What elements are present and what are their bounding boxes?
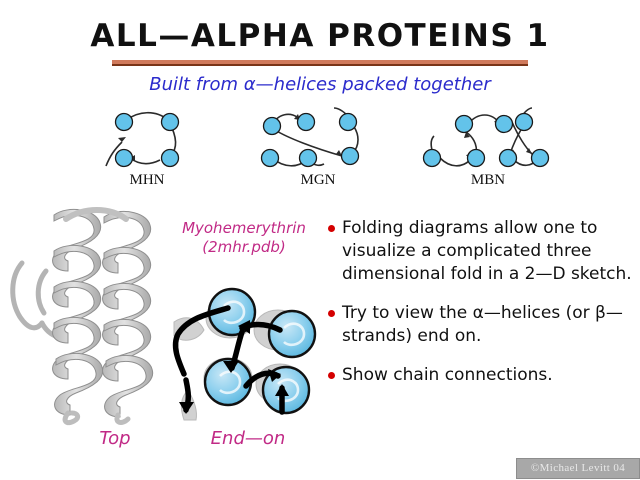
helix-circle bbox=[338, 112, 358, 132]
protein-name: Myohemerythrin bbox=[182, 219, 306, 237]
folding-diagram-mgn bbox=[260, 107, 374, 170]
bullet-text: Show chain connections. bbox=[342, 365, 553, 385]
helix-circle bbox=[498, 148, 518, 168]
folding-diagram-mbn bbox=[422, 107, 550, 170]
fold-label-mhn: MHN bbox=[129, 172, 165, 188]
structure-caption: Myohemerythrin (2mhr.pdb) bbox=[168, 219, 320, 257]
mbn-topology-svg bbox=[422, 107, 550, 168]
helix-circle bbox=[514, 112, 534, 132]
protein-ribbon-end-on-view bbox=[168, 278, 326, 423]
helix-circle bbox=[298, 148, 318, 168]
helix-circle bbox=[494, 114, 514, 134]
protein-ribbon-top-view bbox=[6, 205, 176, 427]
helix-circle bbox=[296, 112, 316, 132]
folding-diagram-mhn bbox=[104, 108, 190, 170]
helix-circle bbox=[422, 148, 442, 168]
helix-circle bbox=[260, 148, 280, 168]
helix-end-circle bbox=[267, 309, 317, 359]
ribbon-top-svg bbox=[10, 207, 154, 426]
copyright-watermark: ©Michael Levitt 04 bbox=[516, 458, 640, 479]
bullet-item: Show chain connections. bbox=[328, 364, 636, 387]
helix-circle bbox=[114, 112, 134, 132]
bullet-dot-icon bbox=[328, 225, 335, 232]
page-title: ALL—ALPHA PROTEINS 1 bbox=[90, 18, 550, 54]
ribbon-endon-svg bbox=[172, 287, 317, 421]
view-label-top: Top bbox=[99, 428, 131, 449]
title-underline-rule bbox=[112, 60, 528, 66]
bullet-item: Try to view the α—helices (or β—strands)… bbox=[328, 302, 636, 348]
fold-label-mgn: MGN bbox=[300, 172, 336, 188]
helix-circle bbox=[160, 148, 180, 168]
bullet-text: Folding diagrams allow one to visualize … bbox=[342, 218, 632, 284]
helix-circle bbox=[340, 146, 360, 166]
pdb-code: (2mhr.pdb) bbox=[202, 238, 286, 256]
helix-circle bbox=[530, 148, 550, 168]
helix-circle bbox=[262, 116, 282, 136]
bullet-item: Folding diagrams allow one to visualize … bbox=[328, 217, 636, 286]
page-subtitle: Built from α—helices packed together bbox=[149, 74, 491, 95]
bullet-dot-icon bbox=[328, 310, 335, 317]
fold-label-mbn: MBN bbox=[470, 172, 506, 188]
bullet-text: Try to view the α—helices (or β—strands)… bbox=[342, 303, 623, 346]
helix-circle bbox=[114, 148, 134, 168]
mhn-topology-svg bbox=[105, 111, 180, 168]
helix-circle bbox=[454, 114, 474, 134]
bullet-list: Folding diagrams allow one to visualize … bbox=[328, 217, 636, 403]
helix-circle bbox=[160, 112, 180, 132]
view-label-end-on: End—on bbox=[210, 428, 286, 449]
bullet-dot-icon bbox=[328, 372, 335, 379]
mgn-topology-svg bbox=[260, 107, 360, 168]
helix-circle bbox=[466, 148, 486, 168]
